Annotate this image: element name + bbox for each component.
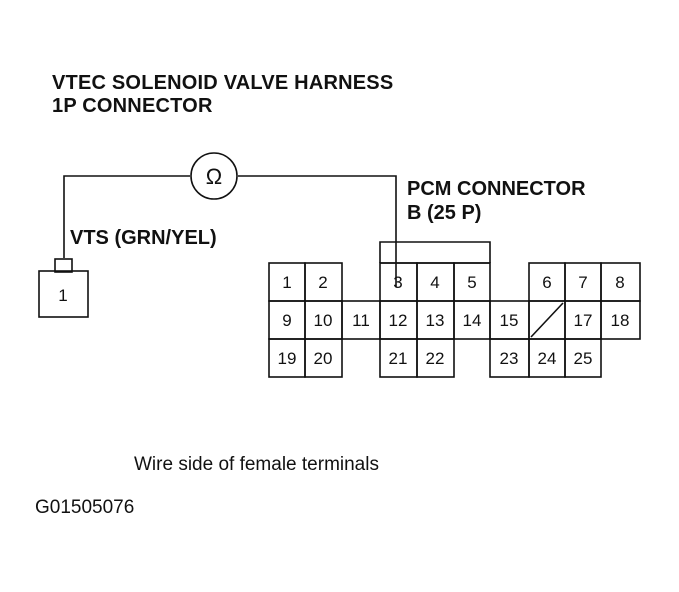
pcm-terminal-grid	[268, 262, 641, 378]
solenoid-connector	[38, 270, 89, 318]
terminal-label: 12	[389, 311, 408, 330]
pcm-connector-lock	[379, 241, 491, 263]
terminal-label: 22	[426, 349, 445, 368]
terminal-label: 13	[426, 311, 445, 330]
terminal-label: 24	[538, 349, 557, 368]
solenoid-connector-lock	[54, 258, 73, 273]
terminal-label: 9	[282, 311, 291, 330]
title-line-2: 1P CONNECTOR	[52, 95, 213, 117]
terminal-label: 1	[282, 273, 291, 292]
terminal-label: 7	[578, 273, 587, 292]
terminal-label: 3	[393, 273, 402, 292]
terminal-label: 19	[278, 349, 297, 368]
terminal-label: 5	[467, 273, 476, 292]
terminal-label: 10	[314, 311, 333, 330]
terminal-label: 21	[389, 349, 408, 368]
terminal-label: 11	[352, 311, 370, 330]
title-line-1: VTEC SOLENOID VALVE HARNESS	[52, 72, 394, 94]
terminal-label: 4	[430, 273, 439, 292]
terminal-label: 2	[318, 273, 327, 292]
pcm-connector-type: B (25 P)	[407, 202, 482, 224]
terminal-label: 25	[574, 349, 593, 368]
pcm-connector-title: PCM CONNECTOR B (25 P)	[407, 177, 586, 225]
terminal-label: 17	[574, 311, 593, 330]
diagram-title: VTEC SOLENOID VALVE HARNESS 1P CONNECTOR	[52, 72, 393, 118]
wire-label: VTS (GRN/YEL)	[70, 227, 217, 249]
ohm-symbol: Ω	[206, 164, 222, 189]
terminal-label: 14	[463, 311, 482, 330]
terminal-label: 20	[314, 349, 333, 368]
terminal-label: 23	[500, 349, 519, 368]
diagram-caption: Wire side of female terminals	[134, 454, 379, 475]
figure-id: G01505076	[35, 497, 135, 518]
terminal-label: 18	[611, 311, 630, 330]
empty-terminal-mark	[530, 302, 564, 338]
pcm-terminal-labels: 1 2 3 4 5 6 7 8 9 10 11 12 13 14 15 17 1…	[278, 273, 630, 368]
ohmmeter-icon	[190, 152, 238, 200]
wire-left	[63, 175, 190, 258]
terminal-label: 8	[615, 273, 624, 292]
terminal-label: 15	[500, 311, 519, 330]
solenoid-terminal-label: 1	[58, 286, 67, 305]
terminal-label: 6	[542, 273, 551, 292]
pcm-connector-name: PCM CONNECTOR	[407, 178, 586, 200]
wire-right	[238, 175, 397, 287]
